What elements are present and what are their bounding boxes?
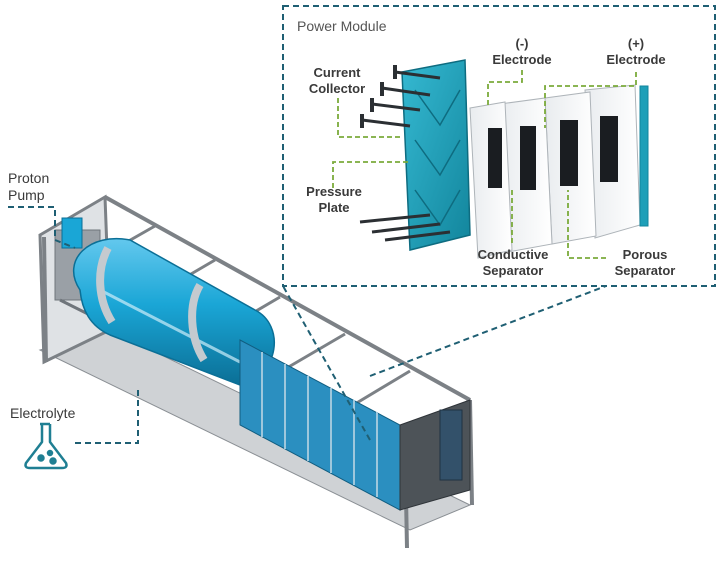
pos-electrode-membrane <box>600 116 618 182</box>
neg-electrode-membrane <box>488 128 502 188</box>
leader-pressure-plate <box>332 161 408 188</box>
flask-icon <box>24 422 68 470</box>
power-module-title: Power Module <box>297 18 387 34</box>
stack-modules <box>239 339 471 511</box>
gas-separator-tank <box>73 237 276 386</box>
conductive-separator-membrane <box>520 126 536 190</box>
electrolyte-label: Electrolyte <box>10 405 76 421</box>
porous-separator-membrane <box>560 120 578 186</box>
back-end-plate <box>639 85 649 227</box>
leader-neg-electrode <box>487 70 523 108</box>
zoom-line-upper <box>369 285 607 377</box>
electrolyte-leader <box>75 390 139 444</box>
pressure-plate <box>401 59 471 251</box>
leader-porous-separator <box>567 190 606 259</box>
pos-electrode-label: (+)Electrode <box>606 36 666 67</box>
power-module-exploded-view <box>359 59 649 259</box>
proton-pump-leader <box>8 206 76 249</box>
neg-electrode-label: (-)Electrode <box>492 36 552 67</box>
current-collector-bolts-top <box>361 70 441 128</box>
leader-pos-electrode <box>544 72 637 128</box>
leader-current-collector <box>337 98 400 138</box>
current-collector-bolts-bottom <box>359 213 451 242</box>
callout-connectors <box>8 5 716 444</box>
power-module-inset-border <box>282 5 716 287</box>
container-top-back-rail <box>104 195 471 402</box>
component-leader-lines <box>332 70 637 259</box>
electrolyzer-container <box>38 194 474 549</box>
